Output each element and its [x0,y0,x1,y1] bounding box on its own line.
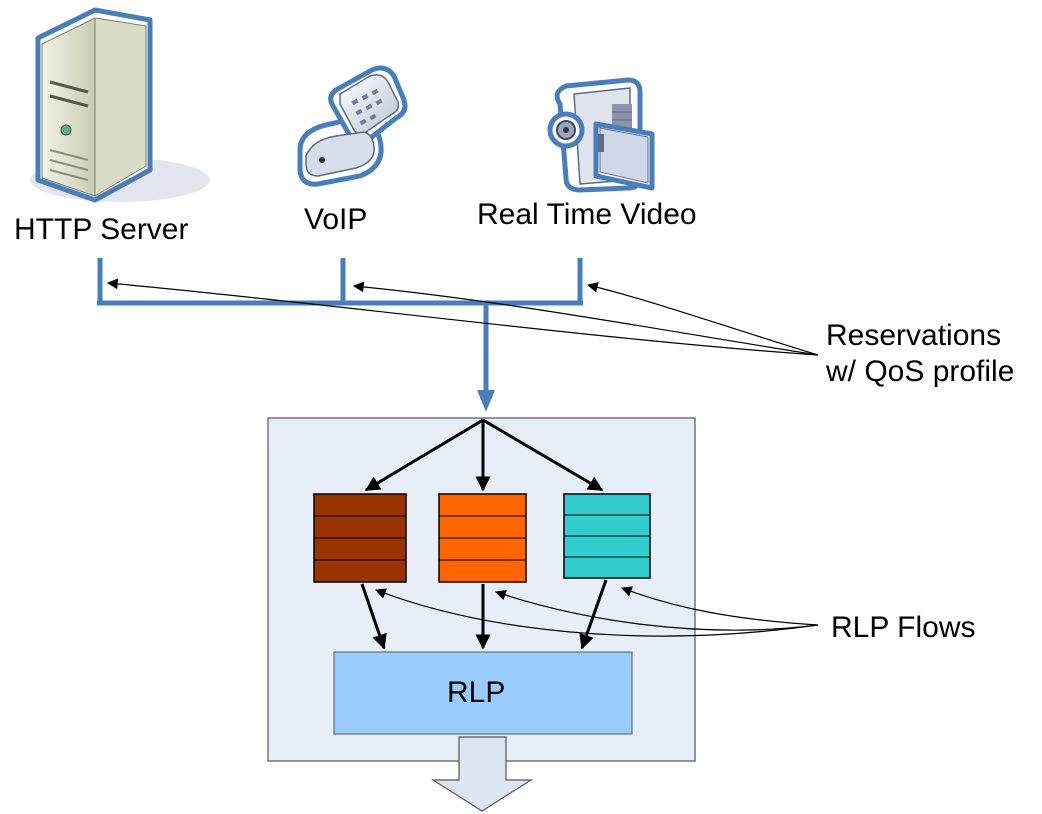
queue-to-rlp-arrows [360,579,608,650]
reservations-line-2: w/ QoS profile [826,355,1015,388]
video-camera-icon [547,77,655,193]
reservations-callouts [106,278,819,356]
queue-2 [438,493,527,583]
bus-arrowhead [477,390,495,412]
reservations-label: Reservations w/ QoS profile [826,318,1014,390]
reservations-line-1: Reservations [826,319,1002,352]
rlp-flows-callouts [374,586,819,637]
phone-icon [297,65,408,187]
fanout-arrows [364,418,604,492]
rlp-block [333,651,633,735]
distribution-bus [97,258,583,398]
voip-label: VoIP [304,203,368,236]
server-icon [30,7,210,203]
output-arrow [430,736,534,812]
real-time-video-label: Real Time Video [477,198,697,231]
queue-1 [313,493,407,583]
http-server-label: HTTP Server [14,213,189,246]
queue-3 [563,493,651,579]
rlp-block-label: RLP [447,676,506,709]
rlp-flows-label: RLP Flows [831,611,976,644]
